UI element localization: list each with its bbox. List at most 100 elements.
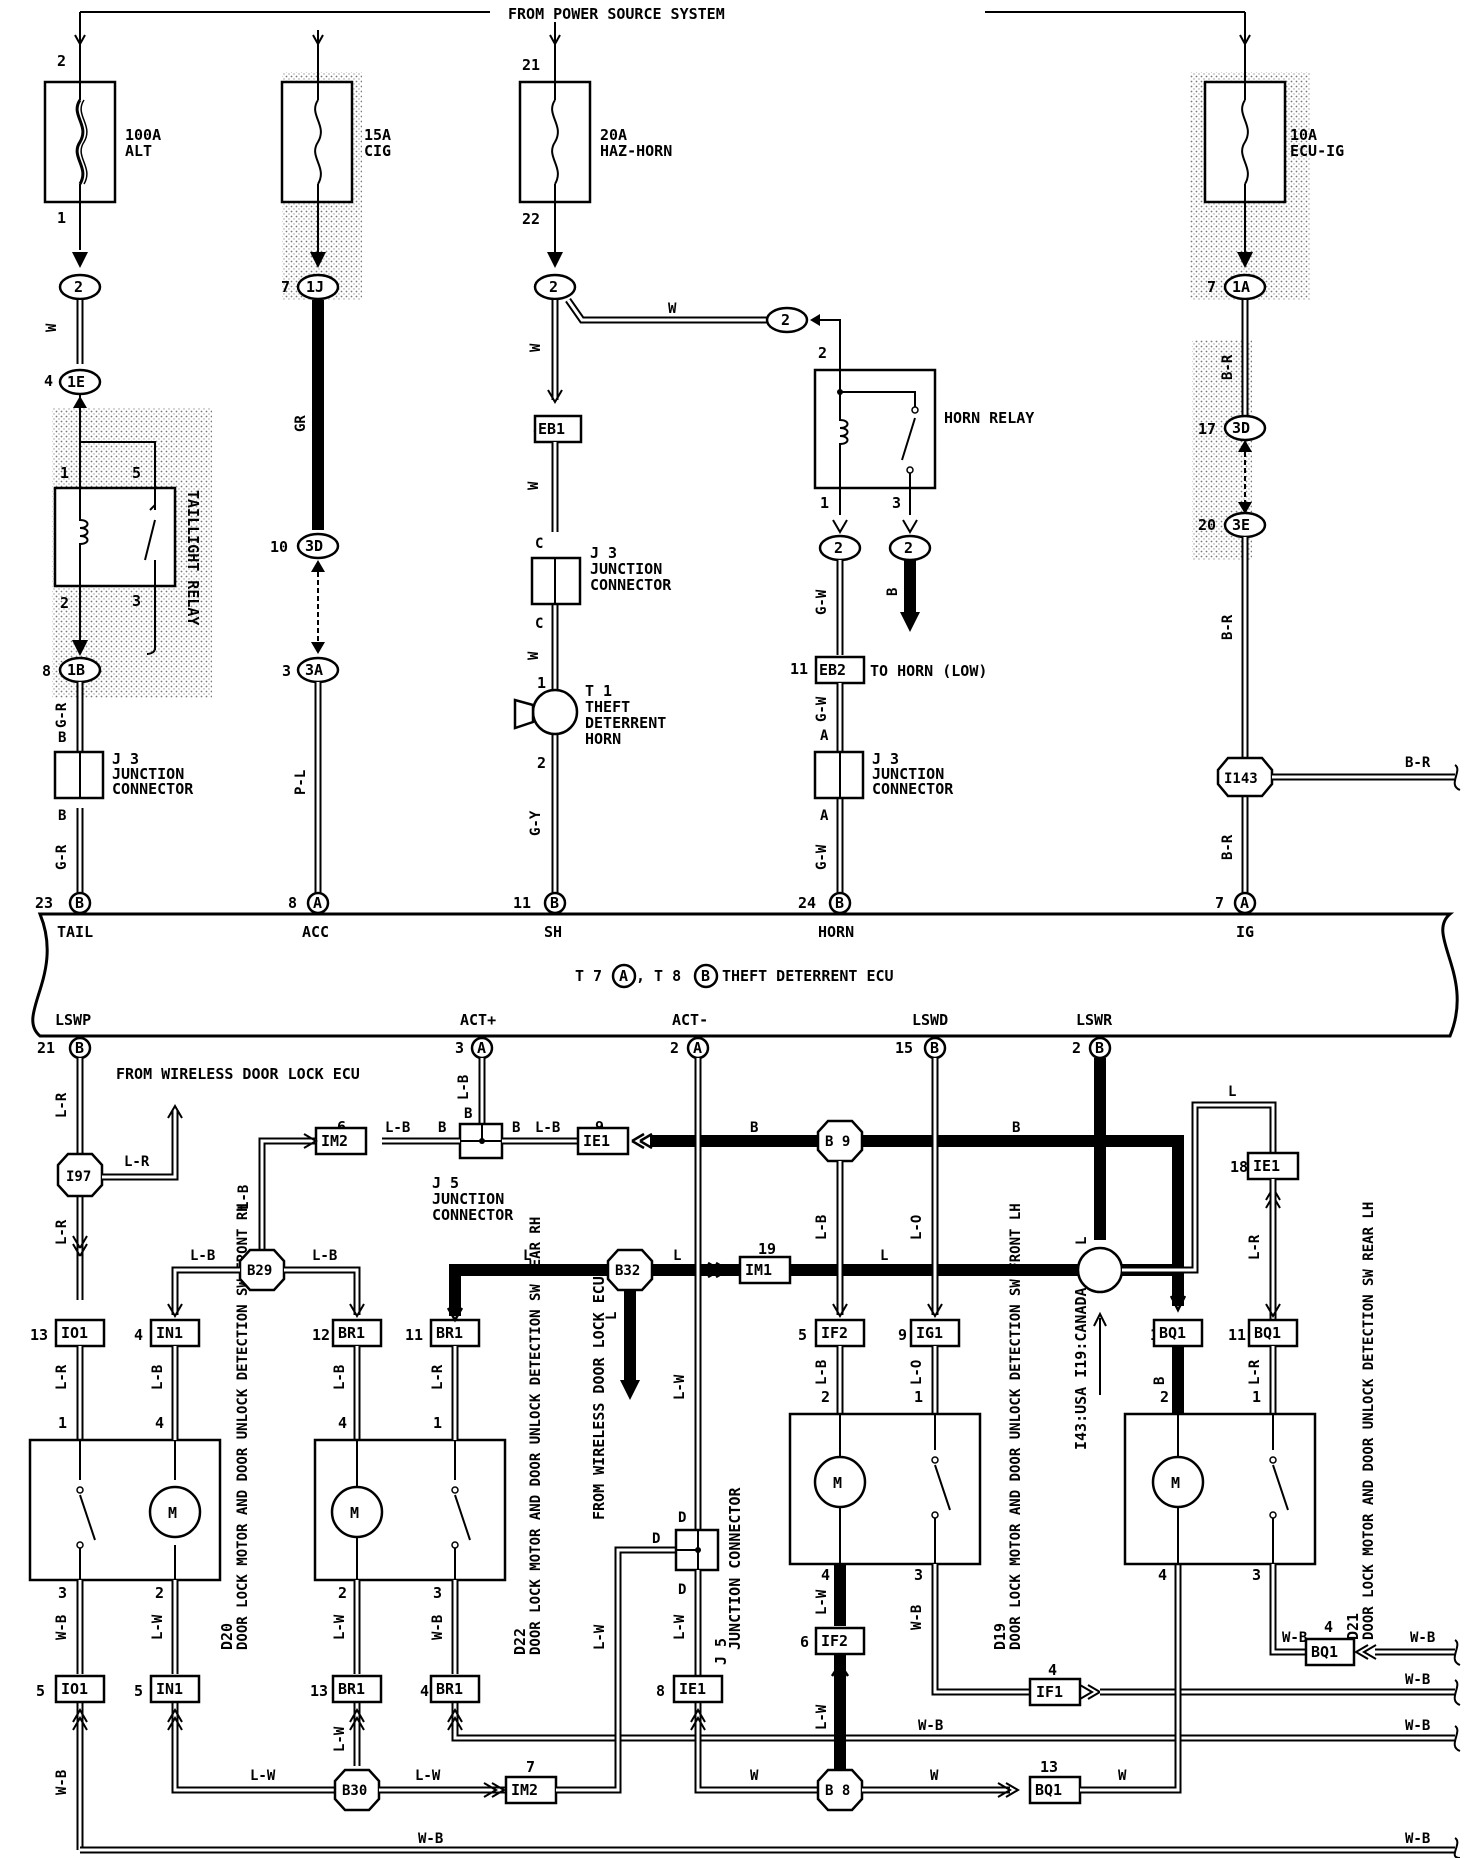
splice-b30 [333,1768,381,1812]
d19-id: D19 [991,1623,1009,1650]
splice-b29-label: B29 [247,1263,272,1279]
connector-bq1-bottom-label: BQ1 [1035,1781,1062,1799]
connector-eb1-label: EB1 [538,420,565,438]
d19-desc: DOOR LOCK MOTOR AND DOOR UNLOCK DETECTIO… [1008,1203,1024,1650]
wire-a-2: A [820,808,829,824]
pin-11-bq1: 11 [1228,1326,1246,1344]
horn-relay-label: HORN RELAY [944,409,1034,427]
b29-area: B29 L-B L-B [167,1248,365,1318]
wire-l-r-2: L-R [124,1154,150,1170]
connector-2-relay [765,306,809,334]
act-minus-conn: A [693,1039,702,1057]
connector-if2-bottom-label: IF2 [821,1632,848,1650]
connector-bq1-c-label: BQ1 [1311,1643,1338,1661]
connector-ig1 [909,1318,961,1348]
wire-w-b-11: W-B [1410,1630,1435,1646]
ecu-acc-pin: 8 [288,894,297,912]
wire-b-j5-l: B [438,1120,446,1136]
splice-b8 [816,1768,864,1812]
fuse-haz-rating: 20A [600,126,627,144]
wire-b-1: B [58,730,66,746]
d20-pin-2: 2 [155,1584,164,1602]
wire-w-bq1: W [1118,1768,1127,1784]
pin-10-3d: 10 [270,538,288,556]
b30-area: B30 L-W 7 IM2 L-W D [333,1531,680,1812]
connector-3a-label: 3A [305,661,323,679]
connector-2-x-label: 2 [834,539,843,557]
d20-unit: M 4 3 2 D20 DOOR LOCK MOTOR AND DOOR UNL… [28,1203,251,1650]
d22-unit: 12 BR1 L-B 4 M 1 2 3 D22 DOOR LOCK MOTOR… [310,1217,1455,1766]
pin-7-1j: 7 [281,278,290,296]
tl-pin-1: 1 [60,464,69,482]
horn-id: T 1 [585,682,612,700]
power-source-header: FROM POWER SOURCE SYSTEM [74,5,1251,48]
theft-deterrent-ecu: B 23 TAIL A 8 ACC B 11 SH B 24 HORN A 7 … [31,891,1459,1038]
ecu-ig-pin: 7 [1215,894,1224,912]
wire-w-b-7: W-B [1405,1718,1430,1734]
connector-br1-c [331,1674,383,1704]
lswr-pin: 2 [1072,1039,1081,1057]
act-plus-pin: 3 [455,1039,464,1057]
alt-path: 2 W 4 1E 1 5 2 3 TAILLIGHT RELAY 8 1B G-… [42,252,202,900]
wire-l-b-9: L-B [814,1215,830,1240]
d20-lower-wiring: W-B 5 IO1 W-B W-B W-B [36,1580,1455,1854]
fuse-cig: 15A CIG 7 1J GR 10 3D 3 3A P-L [270,48,391,900]
ecu-band [31,912,1459,1038]
pin-4-bq1: 4 [1324,1618,1333,1636]
pin-13-io1: 13 [30,1326,48,1344]
wire-w-b-2: W-B [54,1770,70,1795]
ecu-tail-pin: 23 [35,894,53,912]
wire-l-w-10: L-W [814,1704,830,1730]
wire-l-r-7: L-R [1247,1359,1263,1385]
wire-w-b-9: W-B [1405,1672,1430,1688]
wire-l-r-5: L-R [430,1364,446,1390]
connector-ie1-bottom [672,1674,724,1704]
tl-pin-5: 5 [132,464,141,482]
hr-pin-1: 1 [820,494,829,512]
wire-w-1: W [44,323,60,332]
pin-11-br1: 11 [405,1326,423,1344]
j3-connector-text-1: CONNECTOR [112,780,194,798]
wire-gr: GR [293,415,309,432]
connector-2-alt [58,273,102,301]
horn-line2: DETERRENT [585,714,666,732]
fuse-haz-pin-in: 21 [522,56,540,74]
wire-l-r-1: L-R [54,1092,70,1118]
j5-connector-text-1: CONNECTOR [432,1206,514,1224]
wire-g-r-1: G-R [54,702,70,728]
pin-9-ig1: 9 [898,1326,907,1344]
connector-in1-bottom-label: IN1 [156,1680,183,1698]
wire-w-b-5: W-B [430,1615,446,1640]
d21-desc: DOOR LOCK MOTOR AND DOOR UNLOCK DETECTIO… [1361,1202,1377,1640]
connector-1j-label: 1J [306,278,324,296]
wire-w-b-3: W-B [418,1831,443,1847]
wire-l-b-6: L-B [312,1248,337,1264]
connector-im2-bottom-label: IM2 [511,1781,538,1799]
d21-pin-2: 2 [1160,1388,1169,1406]
d19-pin-4: 4 [821,1566,830,1584]
connector-ie1-right [1246,1151,1300,1181]
wire-w-4: W [526,481,542,490]
ecu-top-terminals: B 23 TAIL A 8 ACC B 11 SH B 24 HORN A 7 … [35,891,1257,941]
theft-deterrent-horn-icon [531,688,579,736]
wire-g-r-2: G-R [54,844,70,870]
pin-5-if2: 5 [798,1326,807,1344]
j5-junction-1: JUNCTION [432,1190,504,1208]
pin-6-if2: 6 [800,1633,809,1651]
wire-l-r-4: L-R [54,1364,70,1390]
ecu-lswp-name: LSWP [55,1011,91,1029]
b32-area: L B32 L FROM WIRELESS DOOR LOCK ECU L 19… [446,1240,1178,1520]
tl-pin-3: 3 [132,592,141,610]
wire-l-o-2: L-O [909,1360,925,1385]
connector-io1-bottom [54,1674,106,1704]
wire-d-2: D [678,1510,686,1526]
wire-l-b-5: L-B [190,1248,215,1264]
wire-l-r-3: L-R [54,1219,70,1245]
splice-i97 [56,1152,104,1198]
d22-motor-label: M [350,1504,359,1522]
lswd-pin: 15 [895,1039,913,1057]
splice-i143-label: I143 [1224,771,1258,787]
j3-junction-2: JUNCTION [590,560,662,578]
horn-pin-2: 2 [537,754,546,772]
